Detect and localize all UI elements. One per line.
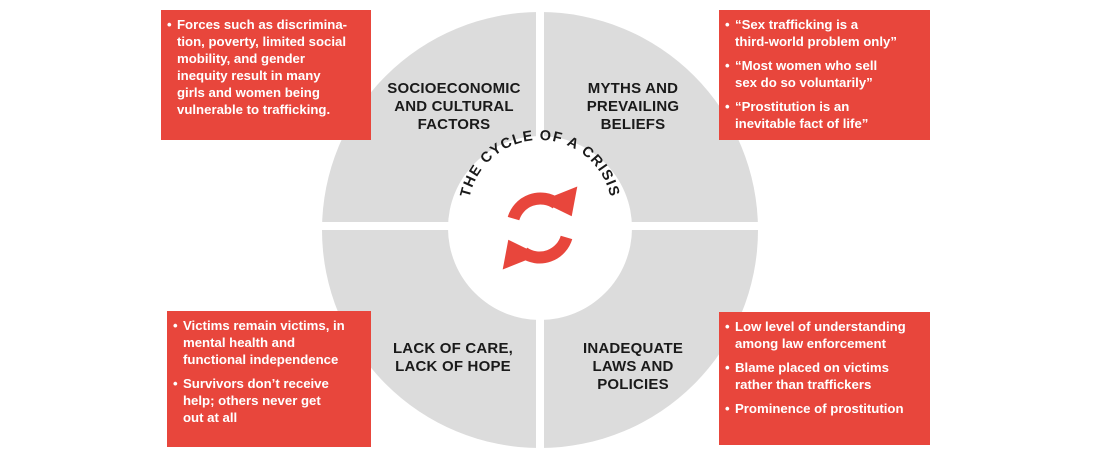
center-circle [448, 136, 632, 320]
quadrant-label-line: SOCIOECONOMIC [387, 80, 521, 97]
callout-list: Forces such as discrimina- tion, poverty… [167, 16, 365, 118]
quadrant-label-line: FACTORS [417, 116, 491, 133]
callout-item: “Prostitution is an inevitable fact of l… [725, 98, 924, 132]
callout-item: “Most women who sell sex do so voluntari… [725, 57, 924, 91]
callout-list: “Sex trafficking is a third-world proble… [725, 16, 924, 132]
callout-inadequate-laws: Low level of understanding among law enf… [719, 312, 930, 445]
quadrant-label-inadequate-laws: INADEQUATE LAWS AND POLICIES [558, 340, 708, 394]
callout-item: Blame placed on victims rather than traf… [725, 359, 924, 393]
callout-socioeconomic: Forces such as discrimina- tion, poverty… [161, 10, 371, 140]
callout-item: Prominence of prostitution [725, 400, 924, 417]
callout-myths: “Sex trafficking is a third-world proble… [719, 10, 930, 140]
quadrant-label-line: LACK OF HOPE [395, 358, 511, 375]
callout-item: Low level of understanding among law enf… [725, 318, 924, 352]
quadrant-label-line: BELIEFS [600, 116, 666, 133]
quadrant-label-line: PREVAILING [586, 98, 680, 115]
quadrant-label-line: LAWS AND [592, 358, 674, 375]
quadrant-label-lack-of-care: LACK OF CARE, LACK OF HOPE [378, 340, 528, 376]
quadrant-label-line: AND CULTURAL [394, 98, 514, 115]
circular-arrows-icon [502, 186, 578, 270]
callout-item: Survivors don’t receive help; others nev… [173, 375, 365, 426]
quadrant-label-line: POLICIES [597, 376, 669, 393]
quadrant-label-socioeconomic: SOCIOECONOMIC AND CULTURAL FACTORS [379, 80, 529, 134]
quadrant-label-line: LACK OF CARE, [392, 340, 514, 357]
quadrant-label-myths: MYTHS AND PREVAILING BELIEFS [558, 80, 708, 134]
callout-item: Victims remain victims, in mental health… [173, 317, 365, 368]
callout-list: Victims remain victims, in mental health… [173, 317, 365, 426]
callout-item: Forces such as discrimina- tion, poverty… [167, 16, 365, 118]
callout-list: Low level of understanding among law enf… [725, 318, 924, 417]
quadrant-label-line: MYTHS AND [587, 80, 679, 97]
callout-lack-of-care: Victims remain victims, in mental health… [167, 311, 371, 447]
callout-item: “Sex trafficking is a third-world proble… [725, 16, 924, 50]
quadrant-label-line: INADEQUATE [582, 340, 684, 357]
